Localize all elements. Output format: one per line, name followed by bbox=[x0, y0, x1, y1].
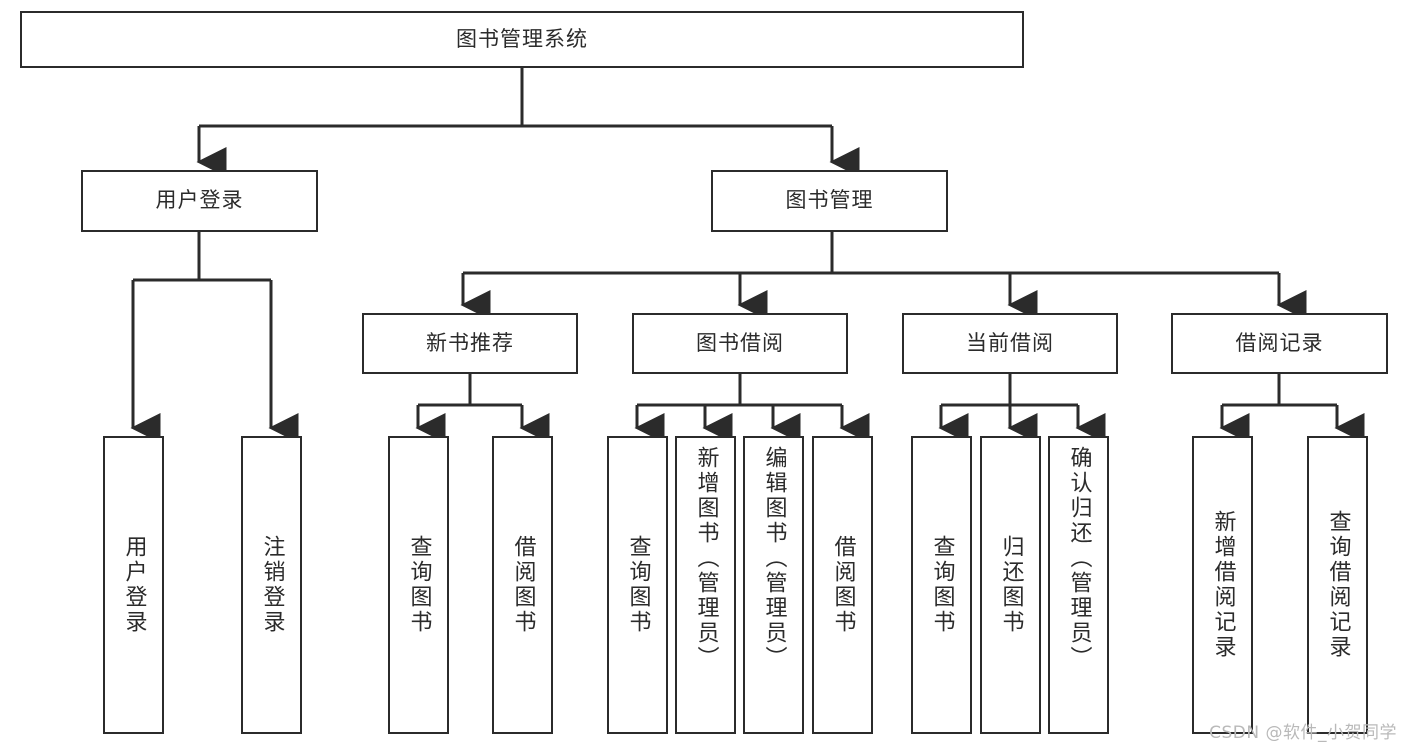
node-label: 编辑图书（管理员） bbox=[761, 446, 787, 671]
node-borrow-record[interactable]: 借阅记录 bbox=[1171, 313, 1388, 374]
leaf-borrow-add-book[interactable]: 新增图书（管理员） bbox=[675, 436, 736, 734]
node-current-borrow[interactable]: 当前借阅 bbox=[902, 313, 1118, 374]
node-label: 图书借阅 bbox=[696, 330, 784, 355]
node-label: 新增借阅记录 bbox=[1210, 510, 1236, 660]
node-user-login[interactable]: 用户登录 bbox=[81, 170, 318, 232]
node-label: 确认归还（管理员） bbox=[1066, 446, 1092, 671]
leaf-record-add[interactable]: 新增借阅记录 bbox=[1192, 436, 1253, 734]
node-label: 当前借阅 bbox=[966, 330, 1054, 355]
node-label: 用户登录 bbox=[155, 188, 244, 213]
leaf-record-query[interactable]: 查询借阅记录 bbox=[1307, 436, 1368, 734]
node-new-book-recommend[interactable]: 新书推荐 bbox=[362, 313, 578, 374]
node-label: 新书推荐 bbox=[426, 330, 514, 355]
leaf-current-return-book[interactable]: 归还图书 bbox=[980, 436, 1041, 734]
node-label: 注销登录 bbox=[259, 535, 285, 635]
node-root-system[interactable]: 图书管理系统 bbox=[20, 11, 1024, 68]
leaf-borrow-query-book[interactable]: 查询图书 bbox=[607, 436, 668, 734]
node-label: 图书管理 bbox=[785, 188, 874, 213]
leaf-new-book-borrow[interactable]: 借阅图书 bbox=[492, 436, 553, 734]
leaf-user-login-login[interactable]: 用户登录 bbox=[103, 436, 164, 734]
node-label: 借阅图书 bbox=[830, 535, 856, 635]
leaf-new-book-query[interactable]: 查询图书 bbox=[388, 436, 449, 734]
node-book-borrow[interactable]: 图书借阅 bbox=[632, 313, 848, 374]
leaf-current-query-book[interactable]: 查询图书 bbox=[911, 436, 972, 734]
node-label: 新增图书（管理员） bbox=[693, 446, 719, 671]
node-label: 查询借阅记录 bbox=[1325, 510, 1351, 660]
leaf-current-confirm-return[interactable]: 确认归还（管理员） bbox=[1048, 436, 1109, 734]
node-label: 借阅图书 bbox=[510, 535, 536, 635]
node-label: 查询图书 bbox=[625, 535, 651, 635]
watermark: CSDN @软件_小贺同学 bbox=[1209, 723, 1397, 743]
leaf-borrow-borrow-book[interactable]: 借阅图书 bbox=[812, 436, 873, 734]
node-label: 借阅记录 bbox=[1235, 330, 1324, 355]
node-label: 图书管理系统 bbox=[456, 26, 588, 51]
leaf-borrow-edit-book[interactable]: 编辑图书（管理员） bbox=[743, 436, 804, 734]
node-label: 用户登录 bbox=[121, 535, 147, 635]
node-book-management[interactable]: 图书管理 bbox=[711, 170, 948, 232]
node-label: 查询图书 bbox=[929, 535, 955, 635]
leaf-user-login-logout[interactable]: 注销登录 bbox=[241, 436, 302, 734]
node-label: 归还图书 bbox=[998, 535, 1024, 635]
node-label: 查询图书 bbox=[406, 535, 432, 635]
